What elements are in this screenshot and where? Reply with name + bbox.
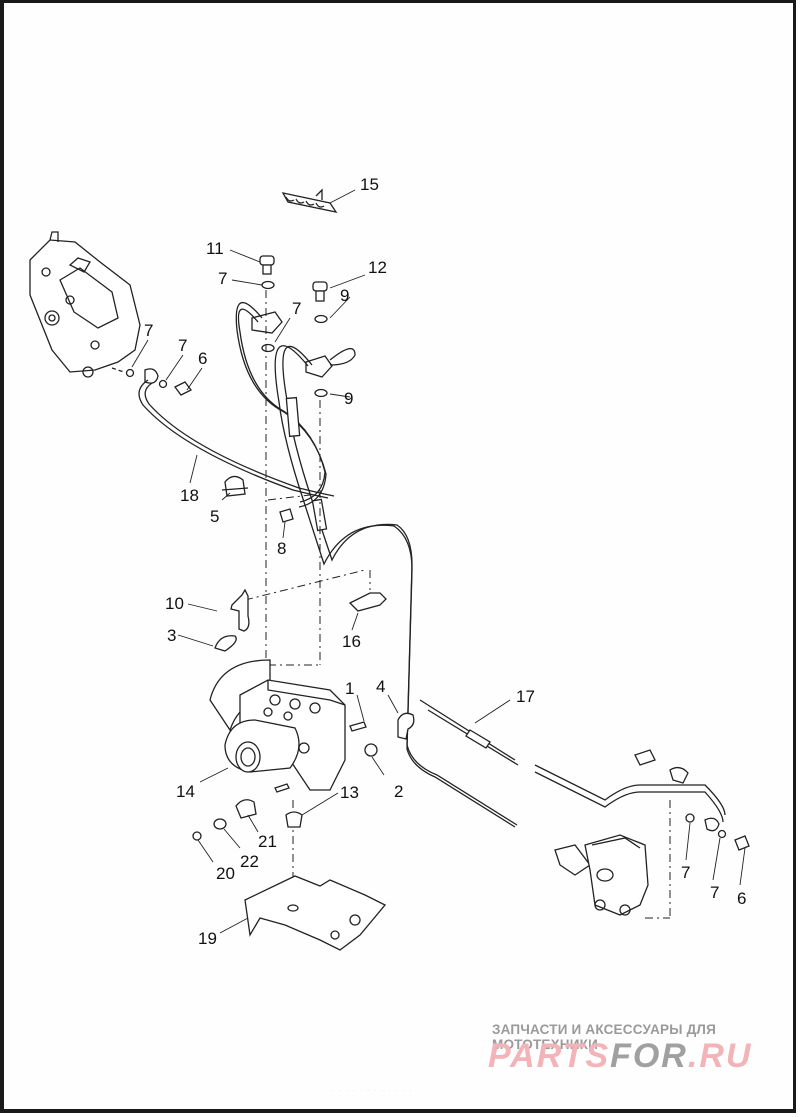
mounting-bracket-19	[244, 875, 387, 951]
callout-15: 15	[360, 175, 379, 194]
washer-7-lower	[261, 343, 275, 353]
watermark-tagline: ЗАПЧАСТИ И АКСЕССУАРЫ ДЛЯ МОТОТЕХНИКИ	[492, 1022, 716, 1052]
callout-2: 2	[394, 782, 404, 801]
callout-7-upper: 7	[218, 269, 228, 288]
callout-3: 3	[167, 626, 177, 645]
rear-brake-line	[534, 749, 750, 851]
caliper-banjo-fittings	[111, 367, 192, 396]
washer-7-upper	[261, 280, 275, 290]
callout-14: 14	[176, 782, 195, 801]
callout-21: 21	[258, 832, 277, 851]
callout-7-caliper-b: 7	[178, 336, 188, 355]
banjo-block-left	[251, 311, 283, 334]
watermark-brand: PARTSFOR.RU	[488, 1037, 752, 1076]
watermark-brand-parts: PARTS	[488, 1037, 611, 1075]
callout-19: 19	[198, 929, 217, 948]
stud	[274, 783, 290, 793]
leader-lines	[131, 189, 746, 934]
bolt-2	[364, 743, 378, 757]
part-15-line-clip	[281, 188, 338, 213]
callout-16: 16	[342, 632, 361, 651]
bolt-1	[349, 721, 367, 732]
alignment-lines	[244, 290, 671, 919]
callout-4: 4	[376, 677, 386, 696]
nut-20	[192, 831, 202, 841]
part-16-sensor	[348, 592, 387, 612]
callout-9-lower: 9	[344, 389, 354, 408]
callout-6-rear: 6	[737, 889, 747, 908]
callout-7-caliper-a: 7	[144, 321, 154, 340]
brake-line-17	[419, 699, 519, 766]
front-brake-caliper	[29, 231, 141, 378]
faint-footer-text: · · · · · · · · · · · ·	[332, 1088, 414, 1094]
callout-13: 13	[340, 783, 359, 802]
callout-18: 18	[180, 486, 199, 505]
bolt-12	[312, 281, 328, 302]
grommet-13	[285, 811, 303, 828]
part-5-clip	[221, 475, 249, 497]
callout-20: 20	[216, 864, 235, 883]
callout-17: 17	[516, 687, 535, 706]
callout-1: 1	[345, 679, 355, 698]
bolt-11	[259, 255, 275, 275]
callout-11: 11	[206, 239, 224, 258]
banjo-block-right	[305, 355, 333, 378]
abs-hard-lines	[235, 301, 518, 828]
abs-unit-14	[209, 659, 346, 791]
rear-master-cylinder	[554, 834, 649, 916]
brake-line-18	[138, 379, 335, 499]
callout-6-front: 6	[198, 349, 208, 368]
callout-7-rear-a: 7	[681, 863, 691, 882]
callout-5: 5	[210, 507, 220, 526]
callout-7-mid: 7	[292, 299, 302, 318]
callout-8: 8	[277, 539, 287, 558]
clamp-4	[397, 712, 415, 740]
watermark-brand-ru: .RU	[687, 1037, 753, 1075]
washer-22	[213, 818, 227, 830]
part-10-bracket	[230, 588, 250, 632]
callout-12: 12	[368, 258, 387, 277]
callout-22: 22	[240, 852, 259, 871]
callout-9-upper: 9	[340, 286, 350, 305]
watermark-brand-for: FOR	[610, 1037, 688, 1075]
part-3-strap	[214, 635, 237, 652]
washer-9-lower	[314, 388, 328, 398]
part-8-clip	[279, 508, 294, 523]
callout-10: 10	[165, 594, 184, 613]
grommet-21	[235, 799, 257, 819]
washer-9-upper	[314, 314, 328, 324]
callout-7-rear-b: 7	[710, 883, 720, 902]
